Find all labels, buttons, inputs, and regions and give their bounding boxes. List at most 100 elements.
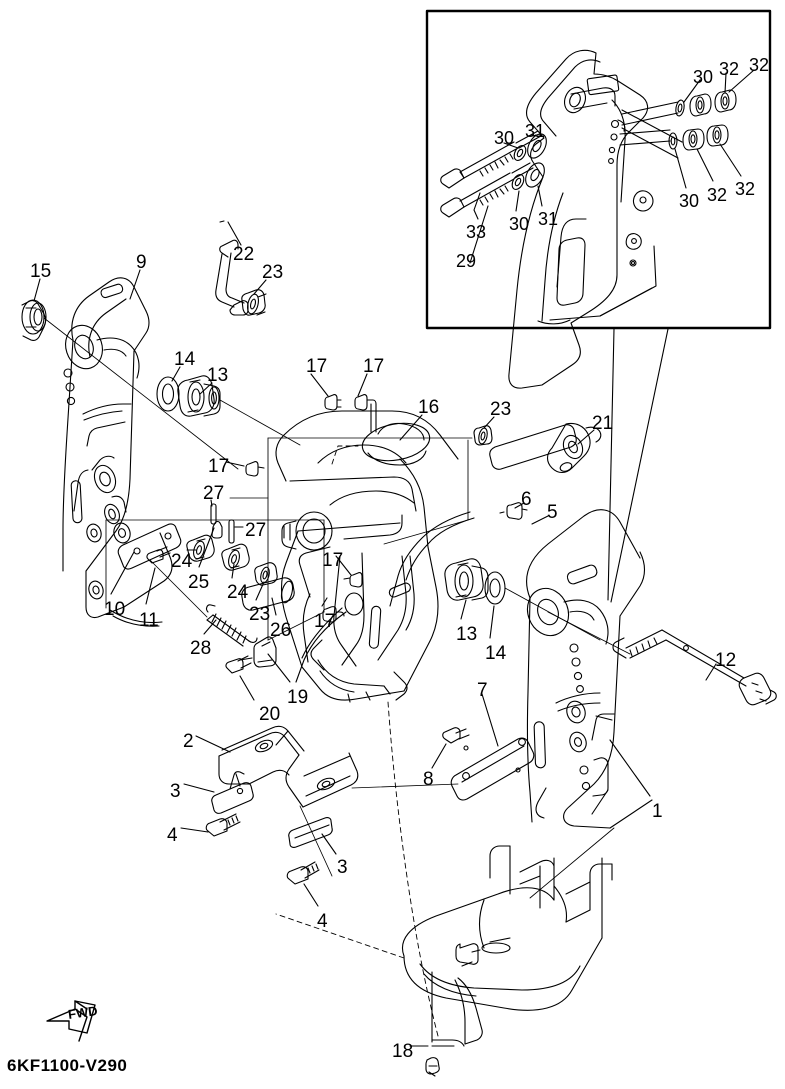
callout-18: 18	[392, 1041, 414, 1062]
callout-24-a: 24	[171, 551, 193, 572]
callout-6: 6	[521, 489, 532, 510]
callout-16: 16	[418, 397, 440, 418]
lower-unit-outline	[402, 845, 613, 1011]
part-7-plate	[450, 737, 535, 801]
callout-2: 2	[183, 731, 194, 752]
leader-32-d	[719, 143, 742, 177]
inset-callout-32-b: 32	[749, 55, 770, 75]
part-4-bolt-b	[286, 861, 320, 885]
inset-shaft-top	[621, 101, 679, 126]
leader-23-b	[253, 279, 267, 295]
leader-33	[473, 192, 481, 220]
part-17-bolt-c	[245, 461, 265, 477]
part-23-nut-a	[254, 562, 278, 586]
leader-10	[110, 551, 135, 595]
part-17-bolt-b	[354, 394, 377, 433]
inset-callout-32-d: 32	[735, 179, 756, 199]
leader-17-b	[357, 373, 368, 397]
leader-4-a	[180, 827, 209, 833]
callout-24-b: 24	[227, 582, 249, 603]
part-25-pin	[211, 520, 223, 539]
part-17-bolt-d	[343, 572, 363, 588]
callout-5: 5	[547, 502, 558, 523]
part-5-cable	[295, 511, 475, 683]
callout-11: 11	[139, 610, 159, 631]
leader-31-a	[532, 134, 537, 137]
inset-callout-30-b: 30	[494, 128, 515, 148]
part-21-steering-arm	[489, 422, 602, 474]
inset-callout-31-b: 31	[538, 209, 559, 229]
callout-17-a: 17	[306, 356, 328, 377]
callout-23-a: 23	[262, 262, 284, 283]
callout-13-a: 13	[207, 365, 229, 386]
part-20-bolt	[225, 655, 252, 674]
leader-15	[33, 278, 41, 302]
leader-23-c	[483, 416, 495, 429]
assembly-line-13-14	[219, 399, 301, 446]
inset-washer-30-a	[513, 145, 527, 161]
callout-26: 26	[270, 620, 292, 641]
leader-13-b	[460, 599, 467, 620]
inset-callout-31-a: 31	[525, 121, 546, 141]
callout-17-e: 17	[314, 611, 336, 632]
inset-callout-32-c: 32	[707, 185, 728, 205]
leader-23-d	[255, 581, 265, 601]
inset-callout-30-a: 30	[693, 67, 714, 87]
leader-13-a	[199, 382, 213, 395]
leader-25	[198, 527, 215, 568]
callout-3-b: 3	[337, 857, 348, 878]
part-13-bushing-b	[444, 558, 489, 601]
part-27-pin-a	[210, 503, 217, 525]
inset-detail-box	[425, 9, 772, 330]
part-4-bolt-a	[205, 813, 241, 837]
leader-19	[267, 653, 291, 683]
part-19-bracket	[239, 636, 277, 668]
assembly-line-7	[351, 783, 459, 789]
callout-4-a: 4	[167, 825, 178, 846]
callout-10: 10	[104, 599, 126, 620]
leader-30-c	[683, 79, 701, 103]
leader-29	[469, 205, 489, 264]
callout-20: 20	[259, 704, 281, 725]
inset-bolt-29	[440, 130, 542, 189]
inset-washer-30-c	[675, 99, 685, 117]
inset-washer-30-b	[511, 174, 525, 190]
leader-11	[145, 567, 156, 605]
callout-23-b: 23	[490, 399, 512, 420]
part-22-link-rod	[215, 220, 249, 316]
part-9-clamp-bracket	[62, 277, 173, 627]
inset-washer-31-b	[525, 162, 545, 188]
leader-7	[481, 693, 499, 747]
inset-bracket-body	[508, 49, 683, 389]
part-26-collar	[241, 577, 295, 611]
callout-25: 25	[188, 572, 210, 593]
leader-3-b	[321, 833, 337, 855]
leader-17-a	[310, 373, 329, 397]
leader-22	[227, 221, 242, 246]
callout-19: 19	[287, 687, 309, 708]
leader-17-c	[225, 461, 245, 467]
leader-3-a	[183, 783, 215, 793]
assembly-line-1-lower	[529, 827, 615, 899]
callout-14-b: 14	[485, 643, 507, 664]
inset-callout-32-a: 32	[719, 59, 740, 79]
leader-16	[399, 414, 423, 441]
part-17-bolt-e	[322, 606, 345, 623]
construction-line-1	[387, 701, 439, 1037]
assembly-line-28a	[149, 559, 208, 618]
part-12-shaft	[612, 629, 777, 706]
part-16-swivel-bracket	[275, 410, 459, 703]
part-24-bushing-b	[221, 543, 250, 571]
assembly-line-box-guide-6	[267, 611, 325, 641]
leader-14-b	[489, 605, 495, 639]
callout-14-a: 14	[174, 349, 196, 370]
leader-32-c	[696, 148, 714, 182]
inset-bolt-33	[440, 162, 534, 218]
assembly-line-15-9	[43, 317, 239, 470]
leader-28	[203, 619, 217, 635]
callout-23-c: 23	[249, 604, 271, 625]
assembly-line-box-guide-9	[383, 519, 469, 545]
leader-9	[129, 269, 141, 300]
leader-30-b	[515, 190, 520, 212]
